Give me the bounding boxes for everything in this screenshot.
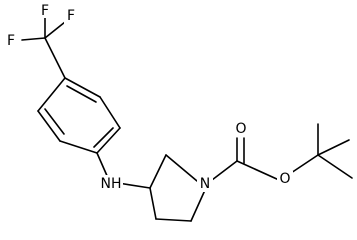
- atom-carbonyl-oxygen: O: [235, 121, 246, 137]
- bond-pyr-1: [149, 154, 167, 189]
- bond-pyr-3: [190, 189, 206, 222]
- bond-ring-1-inner: [66, 85, 97, 103]
- bond-ring-5-inner: [44, 108, 65, 135]
- bond-lines: [21, 17, 353, 222]
- bond-pyr-5: [149, 187, 157, 220]
- bond-aryl-nh: [96, 152, 109, 179]
- bond-ring-3-inner: [93, 127, 114, 148]
- atom-fluorine-right: F: [67, 8, 75, 24]
- bond-carbonyl-ester: [236, 160, 280, 181]
- molecule-structure-diagram: F F F NH N O O: [4, 2, 353, 222]
- atom-fluorine-left: F: [7, 33, 15, 49]
- atom-ester-oxygen: O: [279, 171, 290, 187]
- bond-cf-right: [44, 21, 66, 39]
- bond-pyr-2: [165, 154, 198, 182]
- atom-amine-nh: NH: [101, 176, 122, 192]
- bond-tbu-bottom: [317, 154, 353, 179]
- bond-cf3-ring: [44, 37, 66, 79]
- bond-ring-4: [59, 140, 98, 154]
- bond-ring-1: [64, 77, 101, 98]
- atom-fluorine-top: F: [41, 3, 49, 19]
- bond-ring-5: [37, 110, 61, 142]
- bond-pyr-4: [155, 218, 192, 222]
- bond-ring-6: [37, 77, 66, 112]
- bond-tbu-right: [317, 139, 350, 156]
- bond-nh-ring: [117, 182, 151, 189]
- atom-ring-nitrogen: N: [200, 176, 210, 192]
- bond-ester-tbu: [290, 154, 319, 174]
- bond-n-carbonyl: [211, 160, 238, 181]
- bond-ring-2: [99, 96, 121, 129]
- bond-ring-3: [96, 127, 121, 154]
- bond-cf-left: [21, 37, 46, 41]
- atom-labels: F F F NH N O O: [4, 2, 293, 192]
